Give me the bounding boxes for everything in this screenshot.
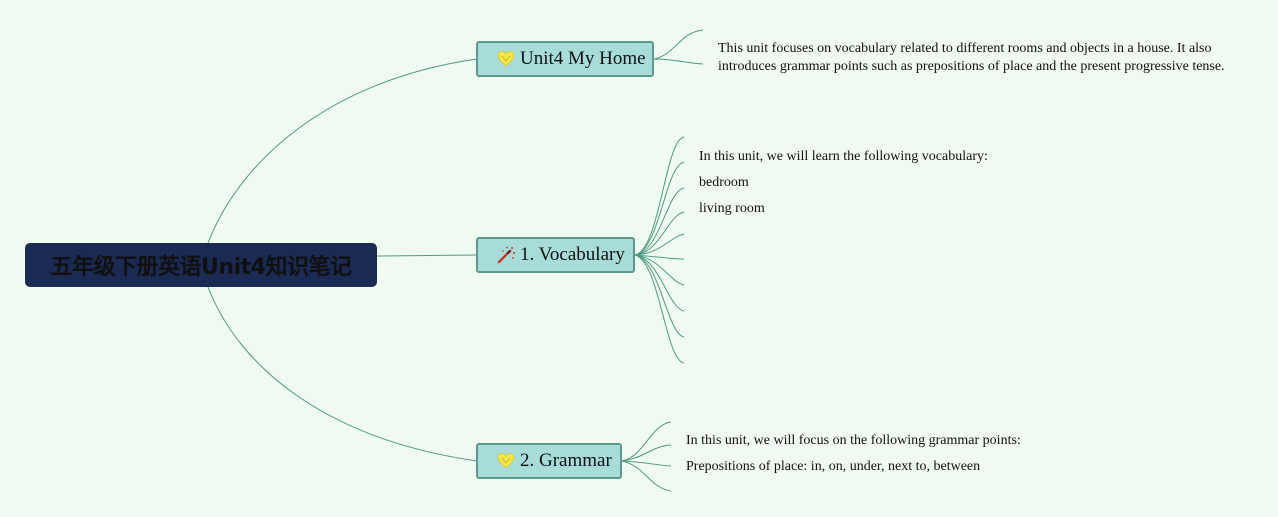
link-vocab-7 [634, 254, 685, 286]
link-vocab-2 [634, 161, 685, 256]
link-vocab-5 [634, 233, 685, 256]
topic-grammar[interactable]: 2. Grammar [476, 443, 622, 479]
root-node[interactable]: 五年级下册英语Unit4知识笔记 [25, 243, 377, 287]
link-gram-4 [621, 460, 672, 492]
link-home-2 [653, 58, 704, 65]
link-vocab-9 [634, 254, 685, 338]
link-vocab-4 [634, 211, 685, 256]
home-summary-text: This unit focuses on vocabulary related … [718, 41, 1225, 74]
topic-vocabulary[interactable]: 1. Vocabulary [476, 237, 635, 273]
link-root-vocabulary [376, 254, 478, 257]
topic-label: 1. Vocabulary [520, 244, 625, 265]
vocabulary-item: bedroom [699, 175, 749, 190]
link-gram-3 [621, 460, 672, 467]
link-root-home [207, 58, 478, 244]
topic-unit4-my-home[interactable]: Unit4 My Home [476, 41, 654, 77]
link-home-1 [653, 29, 704, 60]
vocabulary-item: In this unit, we will learn the followin… [699, 149, 988, 164]
root-title: 五年级下册英语Unit4知识笔记 [50, 255, 352, 280]
link-vocab-3 [634, 187, 685, 256]
grammar-item: In this unit, we will focus on the follo… [686, 433, 1021, 448]
topic-label: Unit4 My Home [520, 48, 646, 69]
topic-label: 2. Grammar [520, 450, 612, 471]
link-gram-1 [621, 421, 672, 462]
grammar-item: Prepositions of place: in, on, under, ne… [686, 459, 981, 474]
link-vocab-10 [634, 254, 685, 364]
link-vocab-1 [634, 136, 685, 256]
heart-icon [496, 451, 516, 471]
heart-icon [496, 49, 516, 69]
vocabulary-item: living room [699, 201, 765, 216]
link-vocab-8 [634, 254, 685, 312]
magic-wand-icon [496, 245, 516, 265]
link-vocab-6 [634, 254, 685, 260]
link-root-grammar [207, 286, 478, 462]
link-gram-2 [621, 444, 672, 462]
